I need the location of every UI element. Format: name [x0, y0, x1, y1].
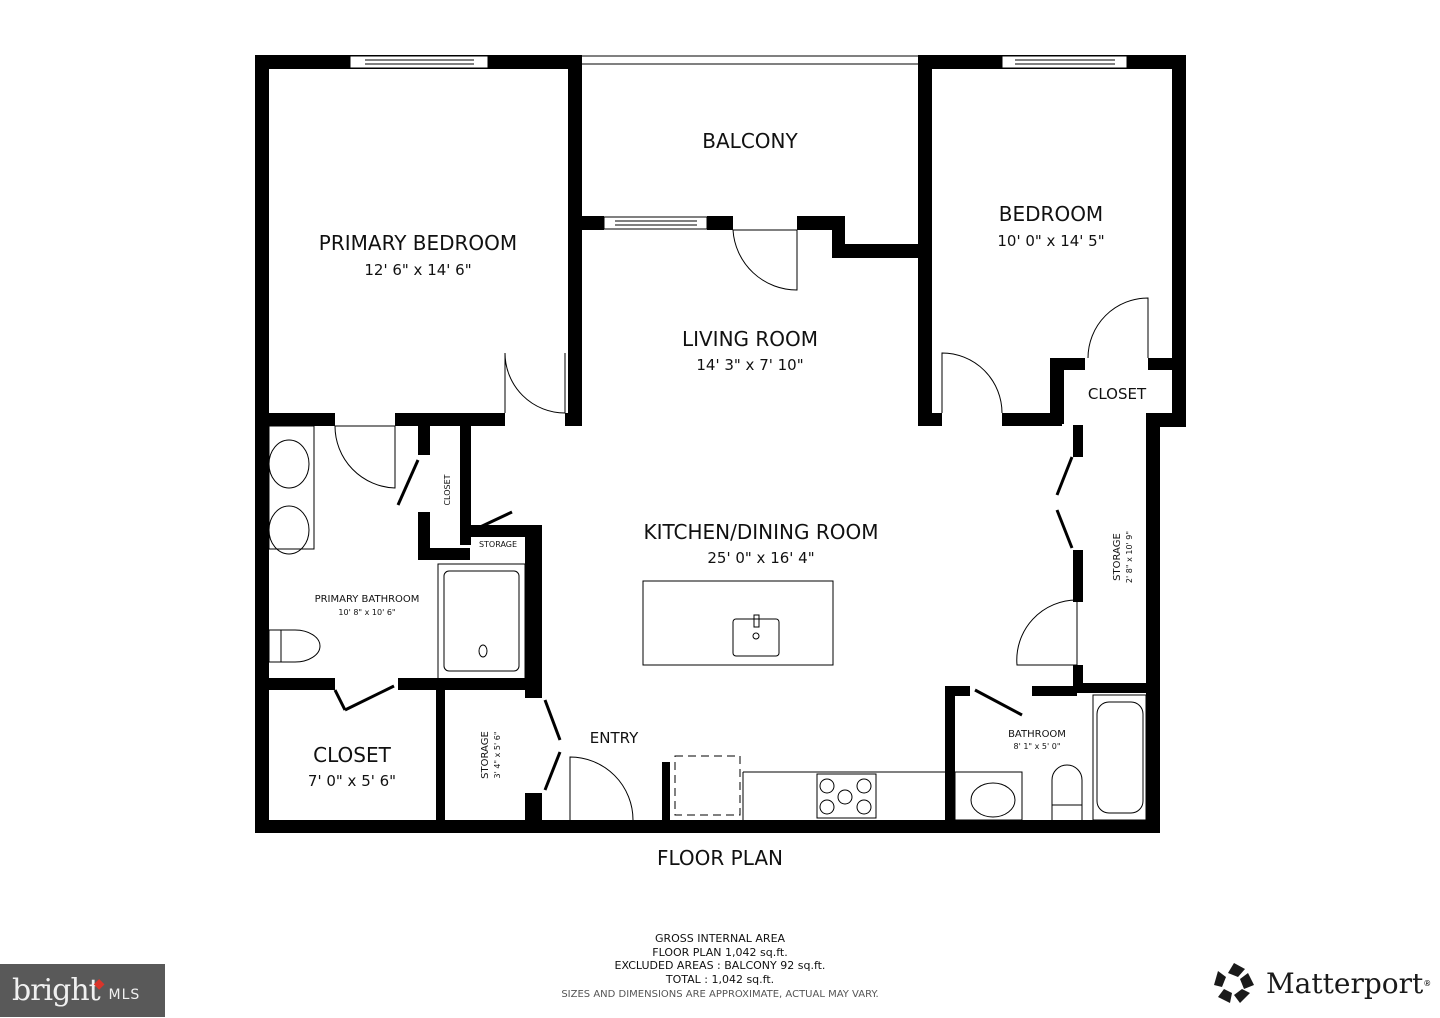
- toilet-icon: [268, 629, 321, 663]
- room-bathroom-dims: 8' 1" x 5' 0": [1013, 742, 1060, 751]
- room-primary-closet-small: CLOSET: [443, 474, 452, 505]
- toilet-icon: [1051, 764, 1083, 820]
- floor-plan-title: FLOOR PLAN: [657, 846, 783, 870]
- sink-icon: [268, 505, 310, 555]
- area-line-1: GROSS INTERNAL AREA: [654, 932, 786, 945]
- room-bedroom-dims: 10' 0" x 14' 5": [997, 232, 1104, 250]
- bright-logo-suffix: MLS: [108, 986, 141, 1003]
- room-storage-left: STORAGE: [480, 731, 491, 779]
- room-living-room: LIVING ROOM: [682, 327, 818, 351]
- kitchen-island: [642, 580, 834, 666]
- bright-accent-icon: ◆: [93, 975, 105, 992]
- kitchen-sink-icon: [732, 618, 780, 657]
- room-bedroom-closet: CLOSET: [1088, 385, 1147, 403]
- matterport-mark-icon: [1214, 963, 1254, 1003]
- room-primary-bathroom-dims: 10' 8" x 10' 6": [338, 608, 395, 617]
- bathroom-sink-icon: [970, 782, 1016, 818]
- room-primary-bedroom: PRIMARY BEDROOM: [319, 231, 517, 255]
- matterport-reg: ®: [1423, 978, 1432, 988]
- room-closet: CLOSET: [313, 743, 391, 767]
- room-small-storage: STORAGE: [479, 540, 517, 549]
- shower-icon: [437, 563, 526, 680]
- area-line-3: EXCLUDED AREAS : BALCONY 92 sq.ft.: [614, 959, 826, 972]
- bathtub-icon: [1092, 694, 1147, 821]
- disclaimer: SIZES AND DIMENSIONS ARE APPROXIMATE, AC…: [561, 989, 879, 1000]
- doors: [334, 229, 1149, 821]
- area-line-4: TOTAL : 1,042 sq.ft.: [665, 972, 775, 986]
- matterport-logo: Matterport ®: [1212, 960, 1431, 1006]
- bright-logo-word: bright: [12, 973, 101, 1008]
- room-kitchen-dining-dims: 25' 0" x 16' 4": [707, 549, 814, 567]
- room-bathroom: BATHROOM: [1008, 729, 1066, 740]
- area-line-2: FLOOR PLAN 1,042 sq.ft.: [652, 945, 788, 959]
- floor-plan: PRIMARY BEDROOM 12' 6" x 14' 6" BALCONY …: [255, 55, 1186, 870]
- area-summary: GROSS INTERNAL AREA FLOOR PLAN 1,042 sq.…: [0, 932, 1440, 1002]
- room-bedroom: BEDROOM: [999, 202, 1103, 226]
- bifold-doors: [333, 456, 1074, 791]
- windows: [349, 55, 1128, 230]
- room-entry: ENTRY: [590, 729, 639, 747]
- room-storage-right-dims: 2' 8" x 10' 9": [1125, 531, 1134, 583]
- room-living-room-dims: 14' 3" x 7' 10": [696, 356, 803, 374]
- room-storage-right: STORAGE: [1112, 533, 1123, 581]
- bright-mls-logo: bright ◆ MLS: [0, 964, 165, 1017]
- room-storage-left-dims: 3' 4" x 5' 6": [493, 731, 502, 778]
- walls: [255, 55, 1186, 833]
- room-primary-bathroom: PRIMARY BATHROOM: [315, 594, 420, 605]
- room-labels: PRIMARY BEDROOM 12' 6" x 14' 6" BALCONY …: [308, 129, 1147, 870]
- fixtures: [268, 425, 1147, 821]
- matterport-word: Matterport: [1266, 966, 1424, 1000]
- sink-icon: [268, 439, 310, 489]
- room-kitchen-dining: KITCHEN/DINING ROOM: [643, 520, 878, 544]
- room-primary-bedroom-dims: 12' 6" x 14' 6": [364, 261, 471, 279]
- room-balcony: BALCONY: [702, 129, 798, 153]
- stove-icon: [816, 773, 877, 819]
- room-closet-dims: 7' 0" x 5' 6": [308, 772, 396, 790]
